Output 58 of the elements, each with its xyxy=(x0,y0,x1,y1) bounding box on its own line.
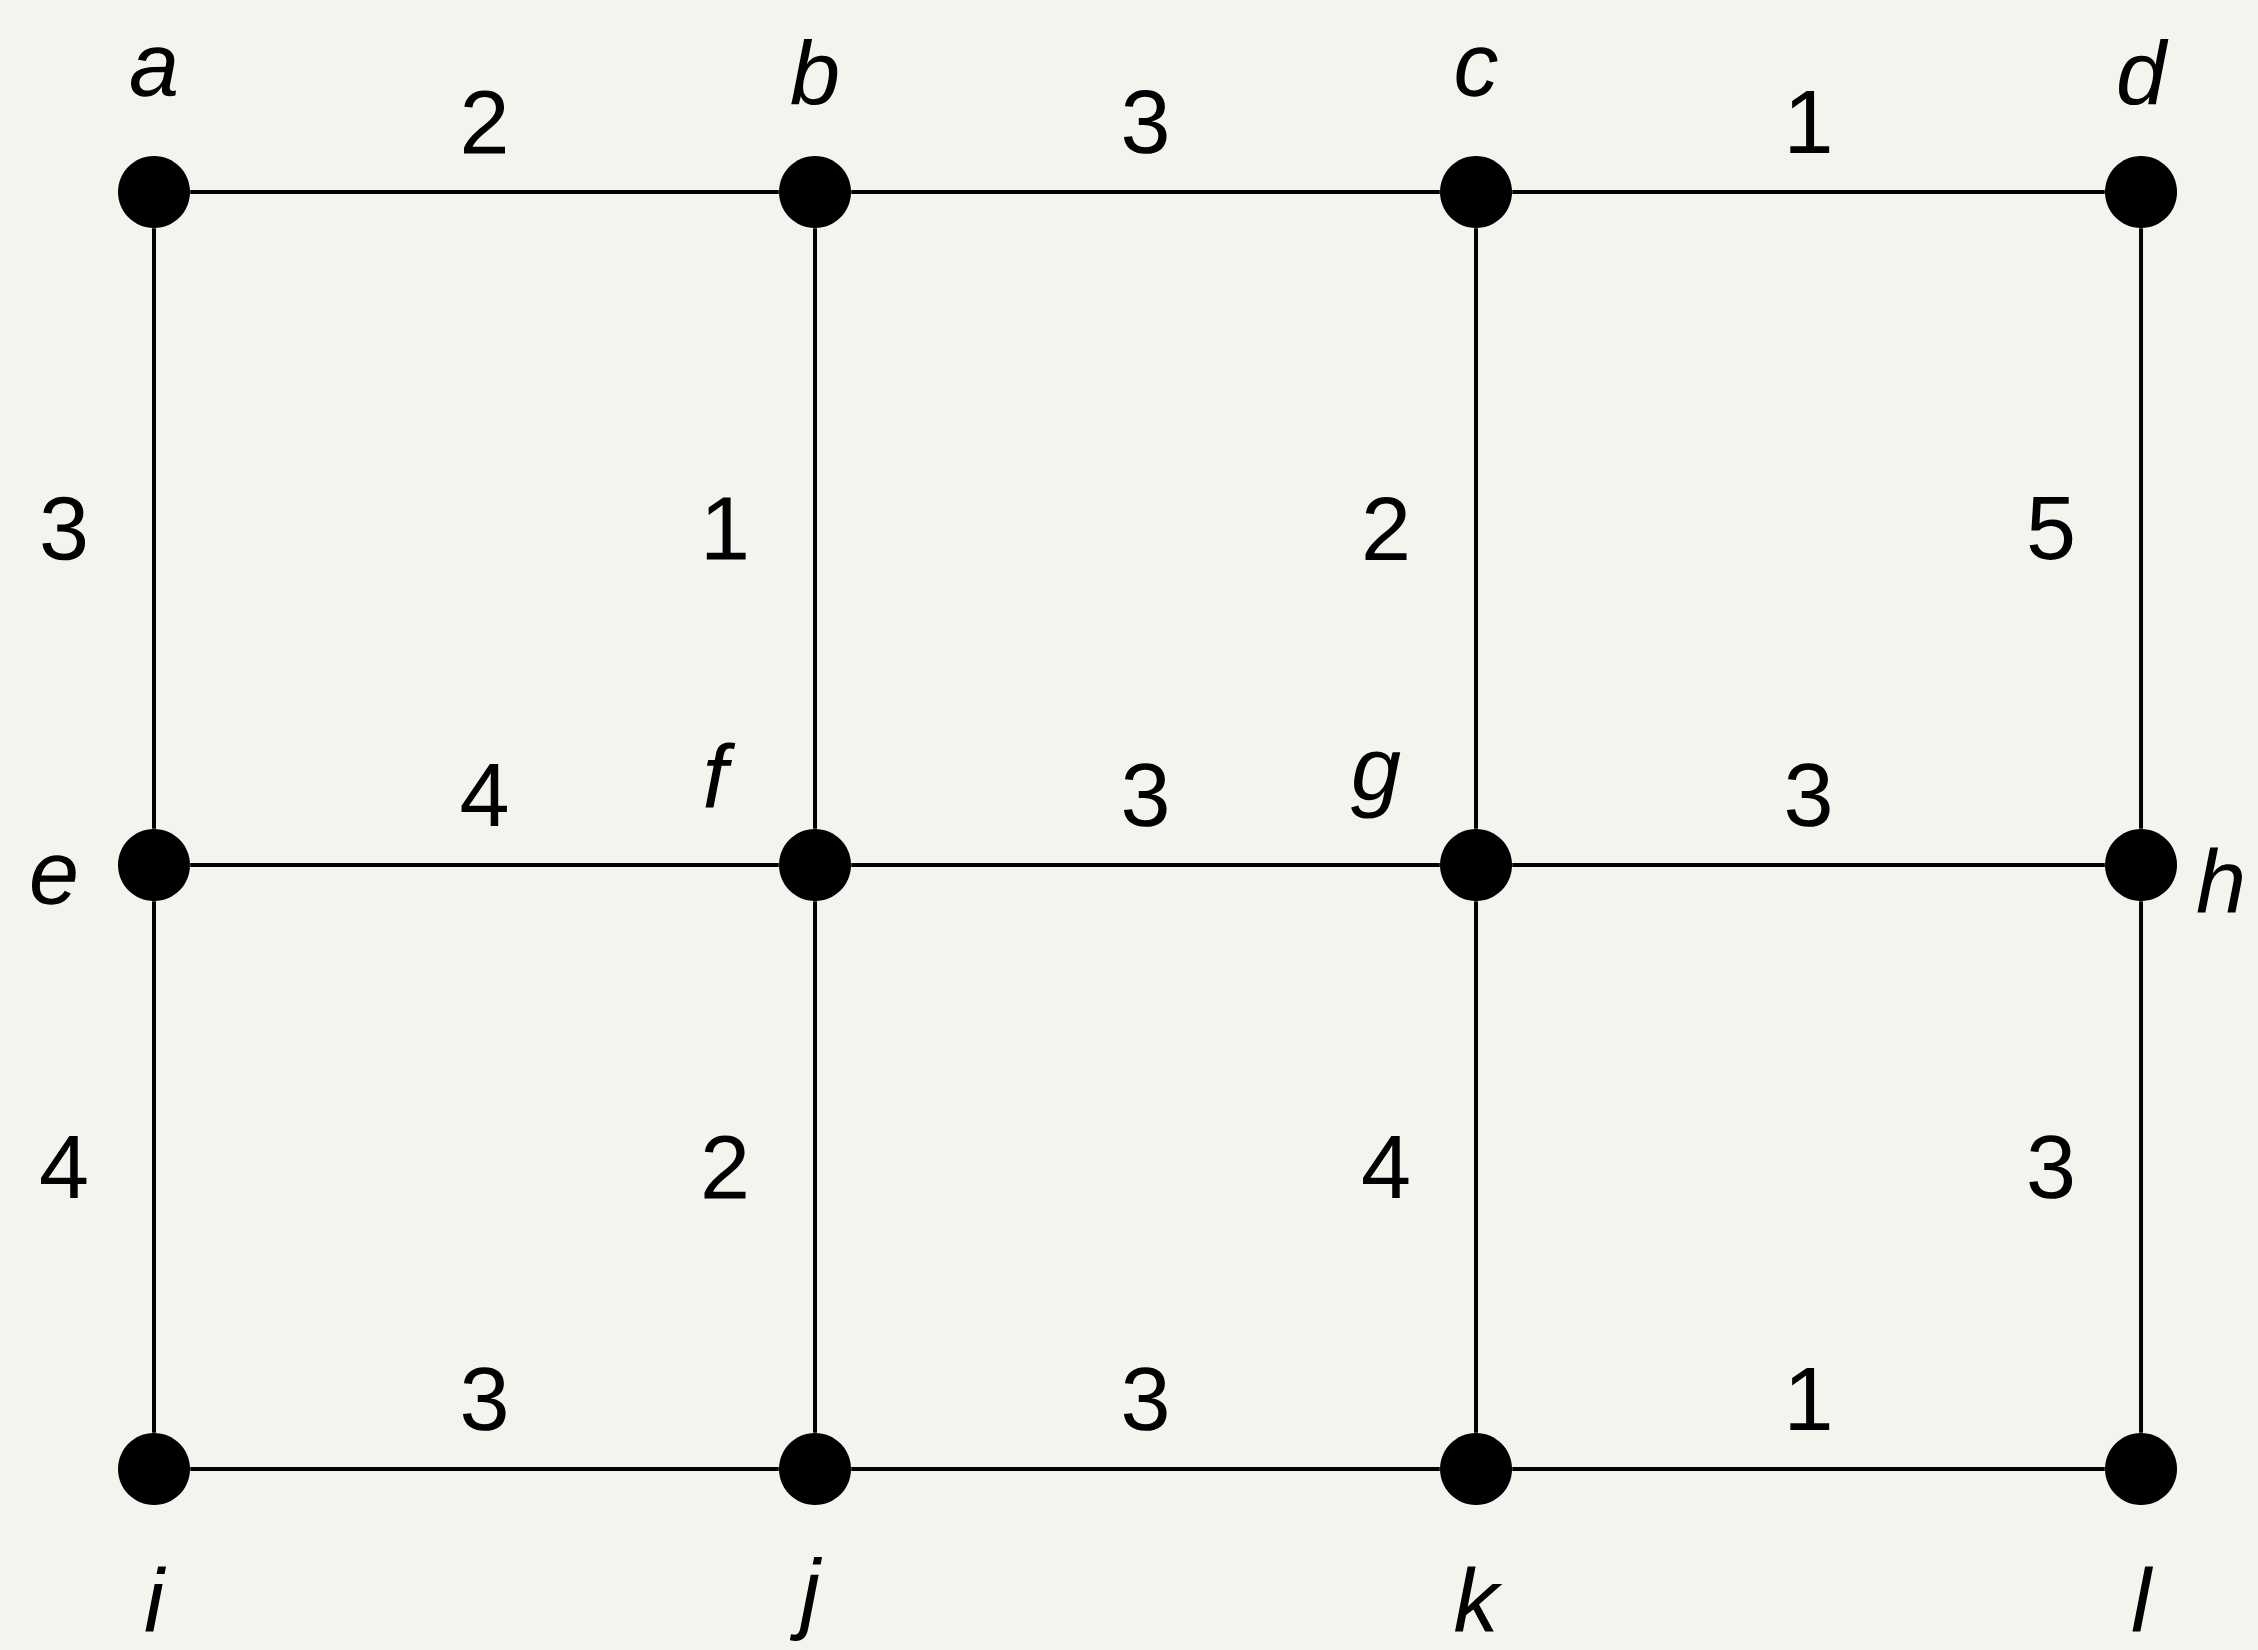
edge-line xyxy=(1512,190,2105,194)
vertex-label: h xyxy=(2197,847,2242,913)
edge-label: 3 xyxy=(462,1367,506,1431)
vertex-label: j xyxy=(789,1557,823,1641)
vertex-dot xyxy=(118,156,190,228)
vertex-label: d xyxy=(2119,38,2169,106)
edge-line xyxy=(851,863,1440,867)
edge-line xyxy=(1512,863,2105,867)
vertex-label: a xyxy=(131,47,176,97)
vertex-dot xyxy=(118,1433,190,1505)
vertex-label: g xyxy=(1351,751,1401,819)
edge-label: 4 xyxy=(41,1136,87,1198)
edge-label: 2 xyxy=(704,1135,746,1199)
vertex-dot xyxy=(1440,829,1512,901)
edge-label: 2 xyxy=(1365,497,1407,560)
vertex-label: c xyxy=(1456,47,1498,97)
vertex-label: e xyxy=(32,855,76,905)
edge-line xyxy=(1512,1467,2105,1471)
vertex-label: f xyxy=(705,742,736,808)
edge-label: 3 xyxy=(2029,1135,2073,1199)
edge-line xyxy=(813,228,817,829)
vertex-dot xyxy=(2105,829,2178,901)
edge-label: 4 xyxy=(1363,1136,1409,1198)
edge-line xyxy=(152,901,156,1433)
edge-label: 3 xyxy=(1123,763,1167,827)
edge-line xyxy=(851,1467,1440,1471)
edge-line xyxy=(1474,901,1478,1433)
edge-label: 3 xyxy=(1786,763,1830,827)
edge-line xyxy=(2139,228,2144,829)
edge-label: 1 xyxy=(706,497,746,560)
edge-line xyxy=(813,901,817,1433)
vertex-label: i xyxy=(145,1566,167,1632)
vertex-dot xyxy=(779,829,851,901)
vertex-label: l xyxy=(2132,1566,2154,1632)
vertex-dot xyxy=(779,156,851,228)
vertex-dot xyxy=(2105,1433,2178,1505)
edge-label: 3 xyxy=(42,496,86,561)
edge-line xyxy=(2139,901,2144,1433)
edge-label: 2 xyxy=(464,90,505,154)
edge-label: 1 xyxy=(1790,1368,1830,1430)
edge-line xyxy=(190,863,779,867)
edge-label: 3 xyxy=(1123,1367,1167,1431)
edge-line xyxy=(190,190,779,194)
edge-line xyxy=(152,228,156,829)
edge-line xyxy=(851,190,1440,194)
vertex-dot xyxy=(118,829,190,901)
edge-label: 3 xyxy=(1123,90,1167,154)
edge-label: 4 xyxy=(461,764,507,826)
vertex-label: k xyxy=(1455,1566,1503,1632)
edge-line xyxy=(190,1467,779,1471)
edge-line xyxy=(1474,228,1478,829)
edge-label: 5 xyxy=(2029,497,2073,560)
vertex-dot xyxy=(1440,1433,1512,1505)
vertex-dot xyxy=(1440,156,1512,228)
vertex-dot xyxy=(779,1433,851,1505)
vertex-label: b xyxy=(791,38,838,106)
edge-label: 1 xyxy=(1790,91,1830,153)
vertex-dot xyxy=(2105,156,2178,228)
